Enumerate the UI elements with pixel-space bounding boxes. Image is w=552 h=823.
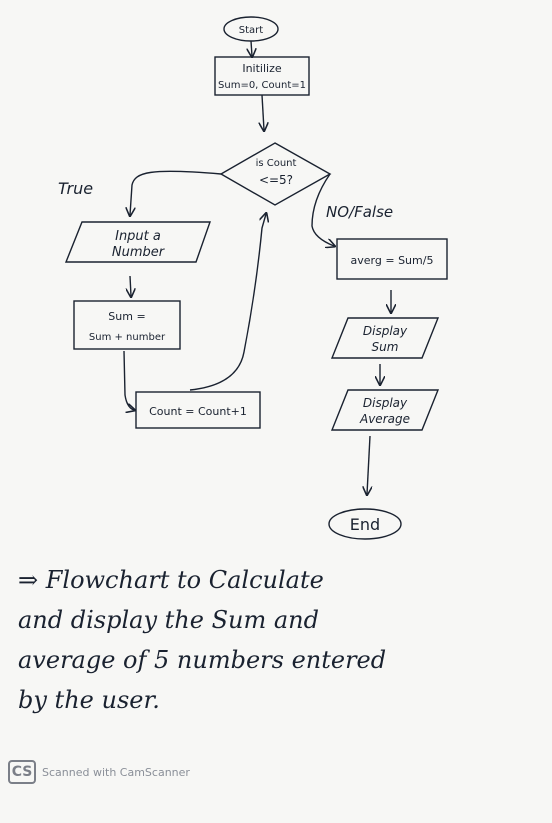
watermark-text: Scanned with CamScanner: [42, 765, 190, 779]
decision-diamond: [219, 142, 332, 206]
display-sum-parallelogram: [330, 317, 440, 359]
arrow-decision-false-to-average: [311, 173, 334, 246]
display-average-parallelogram: [330, 389, 440, 431]
arrow-display-average-to-end: [367, 435, 370, 494]
end-terminal: [328, 508, 402, 540]
decision-label-line1: is Count: [256, 158, 297, 169]
true-branch-label: True: [58, 179, 93, 198]
sum-label-line1: Sum =: [108, 310, 145, 323]
arrow-count-loop-to-decision: [189, 214, 266, 391]
start-label: Start: [239, 25, 264, 36]
display-average-label-line2: Average: [359, 412, 410, 426]
false-branch-label: NO/False: [326, 203, 393, 221]
sum-process-box: [73, 300, 181, 350]
arrow-start-to-init: [251, 40, 252, 56]
input-label-line1: Input a: [115, 229, 161, 244]
average-label: averg = Sum/5: [351, 254, 434, 267]
input-label-line2: Number: [112, 245, 166, 260]
init-label-line2: Sum=0, Count=1: [218, 80, 306, 91]
display-sum-label-line2: Sum: [372, 340, 399, 354]
arrow-input-to-sum: [130, 275, 131, 296]
camscanner-logo-icon: CS: [8, 760, 36, 784]
caption-line-4: by the user.: [18, 686, 160, 714]
caption-line-3: average of 5 numbers entered: [18, 646, 387, 674]
count-update-label: Count = Count+1: [149, 405, 247, 418]
init-label-line1: Initilize: [242, 62, 282, 75]
caption-line-2: and display the Sum and: [18, 606, 319, 634]
sum-label-line2: Sum + number: [89, 332, 166, 343]
input-parallelogram: [64, 221, 211, 263]
average-process-box: [336, 238, 448, 280]
arrow-sum-to-count: [123, 350, 134, 410]
caption-line-1: ⇒ Flowchart to Calculate: [18, 566, 324, 594]
arrow-decision-true-to-input: [130, 170, 222, 215]
flowchart-caption: ⇒ Flowchart to Calculate and display the…: [18, 560, 538, 720]
arrow-init-to-decision: [262, 94, 264, 130]
display-sum-label-line1: Display: [363, 324, 408, 338]
decision-label-line2: <=5?: [259, 173, 293, 187]
display-average-label-line1: Display: [363, 396, 408, 410]
end-label: End: [350, 515, 380, 534]
camscanner-watermark: CS Scanned with CamScanner: [8, 760, 190, 784]
